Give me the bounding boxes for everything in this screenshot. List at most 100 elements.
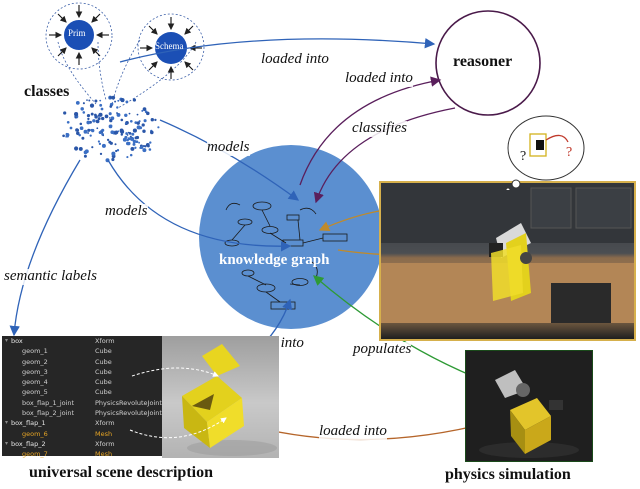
class-dot: [116, 112, 121, 117]
class-dot: [124, 113, 128, 118]
class-dot: [115, 149, 118, 153]
reasoner-circle: [435, 10, 541, 116]
class-dot: [111, 95, 116, 100]
class-dot: [66, 120, 70, 124]
class-dot: [145, 143, 150, 147]
class-dot: [87, 117, 90, 121]
edge-label-populates: populates: [353, 341, 412, 358]
class-dot: [109, 96, 113, 99]
class-dot: [110, 124, 113, 127]
class-dot: [99, 99, 102, 102]
class-dot: [141, 109, 144, 112]
class-dot: [125, 100, 129, 104]
tree-twisty-icon[interactable]: ▾: [5, 337, 9, 344]
class-dot: [106, 138, 110, 142]
arrow-models-mid: [107, 159, 292, 252]
class-dot: [128, 112, 131, 115]
class-dot: [142, 148, 147, 153]
usd-prim-name: box_flap_2: [11, 439, 46, 448]
edge-label-loaded-into-physics: loaded into: [319, 423, 387, 440]
class-dot: [146, 111, 150, 116]
class-dot: [91, 146, 94, 149]
usd-prim-type: Xform: [95, 419, 115, 428]
class-dot: [120, 133, 124, 136]
class-dot: [65, 132, 68, 135]
usd-tree-row[interactable]: geom_4 Cube: [2, 377, 162, 387]
usd-prim-type: Xform: [95, 337, 115, 345]
class-dot: [87, 132, 90, 134]
usd-prim-type: Mesh: [95, 429, 113, 438]
usd-prim-type: Cube: [95, 378, 112, 387]
schema-label: Schema: [155, 41, 184, 51]
class-dot: [98, 142, 102, 146]
class-dot: [114, 143, 117, 146]
class-dot: [142, 107, 147, 111]
usd-prim-name: box_flap_1: [11, 419, 46, 428]
class-dot: [154, 118, 157, 122]
usd-prim-name: box_flap_2_joint: [22, 409, 75, 418]
class-dot: [98, 112, 103, 117]
arrow-classes-reasoner: [119, 38, 436, 63]
class-dot: [140, 145, 144, 150]
usd-tree-row[interactable]: ▾box_flap_1 Xform: [2, 418, 162, 428]
edge-label-semantic-labels: semantic labels: [4, 268, 97, 285]
class-dot: [148, 148, 152, 151]
class-dot: [96, 127, 99, 130]
class-dot: [109, 105, 113, 108]
class-dot: [83, 150, 88, 155]
usd-prim-name: geom_4: [22, 378, 48, 387]
class-dot: [117, 130, 120, 133]
class-dot: [110, 130, 114, 134]
usd-prim-name: geom_1: [22, 347, 48, 356]
class-dot: [83, 129, 88, 134]
arrow-semantic-labels: [9, 159, 81, 337]
class-dot: [120, 118, 124, 122]
usd-prim-name: geom_3: [22, 367, 48, 376]
schema-node: [140, 17, 202, 79]
tree-twisty-icon[interactable]: ▾: [5, 439, 9, 447]
class-dot: [134, 146, 137, 149]
class-dot: [94, 99, 98, 103]
svg-text:?: ?: [566, 145, 572, 160]
class-dot: [136, 121, 140, 125]
knowledge-graph-circle: [199, 145, 383, 329]
class-dot: [125, 122, 127, 125]
arrow-classifies: [313, 107, 456, 204]
usd-prim-type: PhysicsRevoluteJoint: [95, 398, 162, 407]
class-dot: [136, 113, 139, 116]
knowledge-graph-title: knowledge graph: [219, 252, 330, 268]
class-dot: [132, 98, 137, 102]
classes-title: classes: [24, 83, 70, 100]
class-dot: [132, 128, 137, 133]
class-dot: [62, 134, 65, 138]
class-dot: [101, 116, 105, 121]
class-dot: [120, 98, 125, 103]
class-dot: [97, 117, 101, 121]
class-dot: [89, 103, 95, 108]
class-dot: [98, 130, 102, 135]
tree-twisty-icon[interactable]: ▾: [5, 419, 9, 427]
class-dot: [89, 134, 92, 137]
usd-prim-name: geom_7: [22, 450, 48, 459]
class-dot: [90, 128, 93, 132]
class-dot: [108, 117, 111, 119]
class-dot: [74, 112, 79, 117]
class-dot: [149, 141, 152, 144]
prim-funnel: [45, 2, 205, 109]
svg-text:?: ?: [520, 149, 526, 164]
class-dot: [83, 154, 87, 158]
class-dot: [126, 156, 129, 159]
class-dot: [116, 112, 118, 114]
edge-label-models-mid: models: [105, 203, 148, 220]
class-dot: [104, 114, 109, 119]
